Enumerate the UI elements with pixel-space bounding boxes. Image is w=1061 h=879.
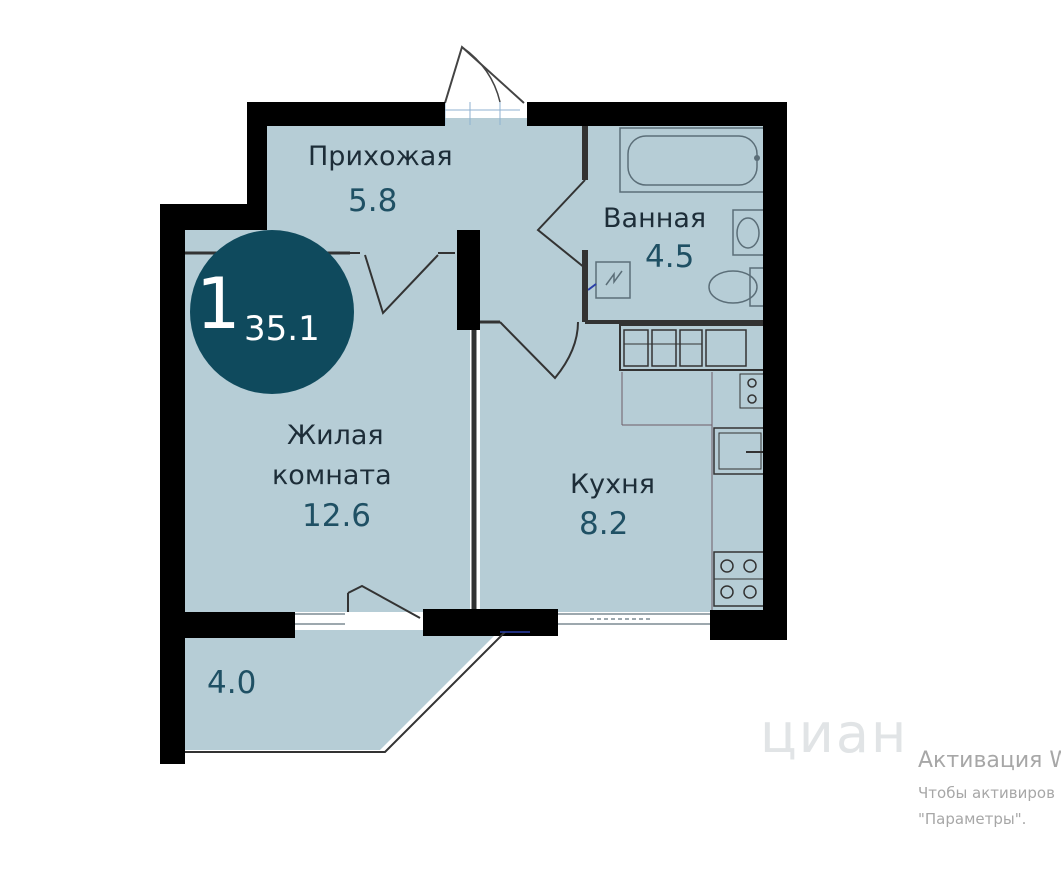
floors: [185, 118, 768, 750]
hallway-label: Прихожая: [308, 141, 453, 172]
living-room-label-line1: Жилая: [287, 420, 384, 451]
windows: [295, 613, 712, 625]
kitchen-floor: [480, 322, 768, 612]
brand-watermark: циан: [760, 702, 909, 765]
entrance-door: [430, 45, 525, 125]
activation-line-1: Чтобы активиров: [918, 784, 1055, 802]
balcony-outline: [185, 631, 530, 753]
balcony-area: 4.0: [207, 665, 257, 701]
badge-room-count: 1: [196, 263, 241, 345]
electrical-panel: [587, 261, 631, 299]
kitchen-area: 8.2: [579, 506, 629, 542]
kitchen-label: Кухня: [570, 469, 656, 500]
activation-title: Активация W: [918, 748, 1061, 773]
hallway-floor: [185, 118, 585, 322]
living-room-label-line2: комната: [272, 460, 392, 491]
bathroom-area: 4.5: [645, 239, 695, 275]
room-count-badge: [190, 230, 354, 394]
bathroom-label: Ванная: [603, 203, 707, 234]
hallway-area: 5.8: [348, 183, 398, 219]
badge-total-area: 35.1: [244, 309, 320, 349]
outer-walls: [160, 102, 787, 764]
activation-line-2: "Параметры".: [918, 810, 1027, 828]
living-room-area: 12.6: [302, 498, 372, 534]
balcony-floor: [185, 630, 500, 750]
door-swings: [347, 179, 586, 619]
